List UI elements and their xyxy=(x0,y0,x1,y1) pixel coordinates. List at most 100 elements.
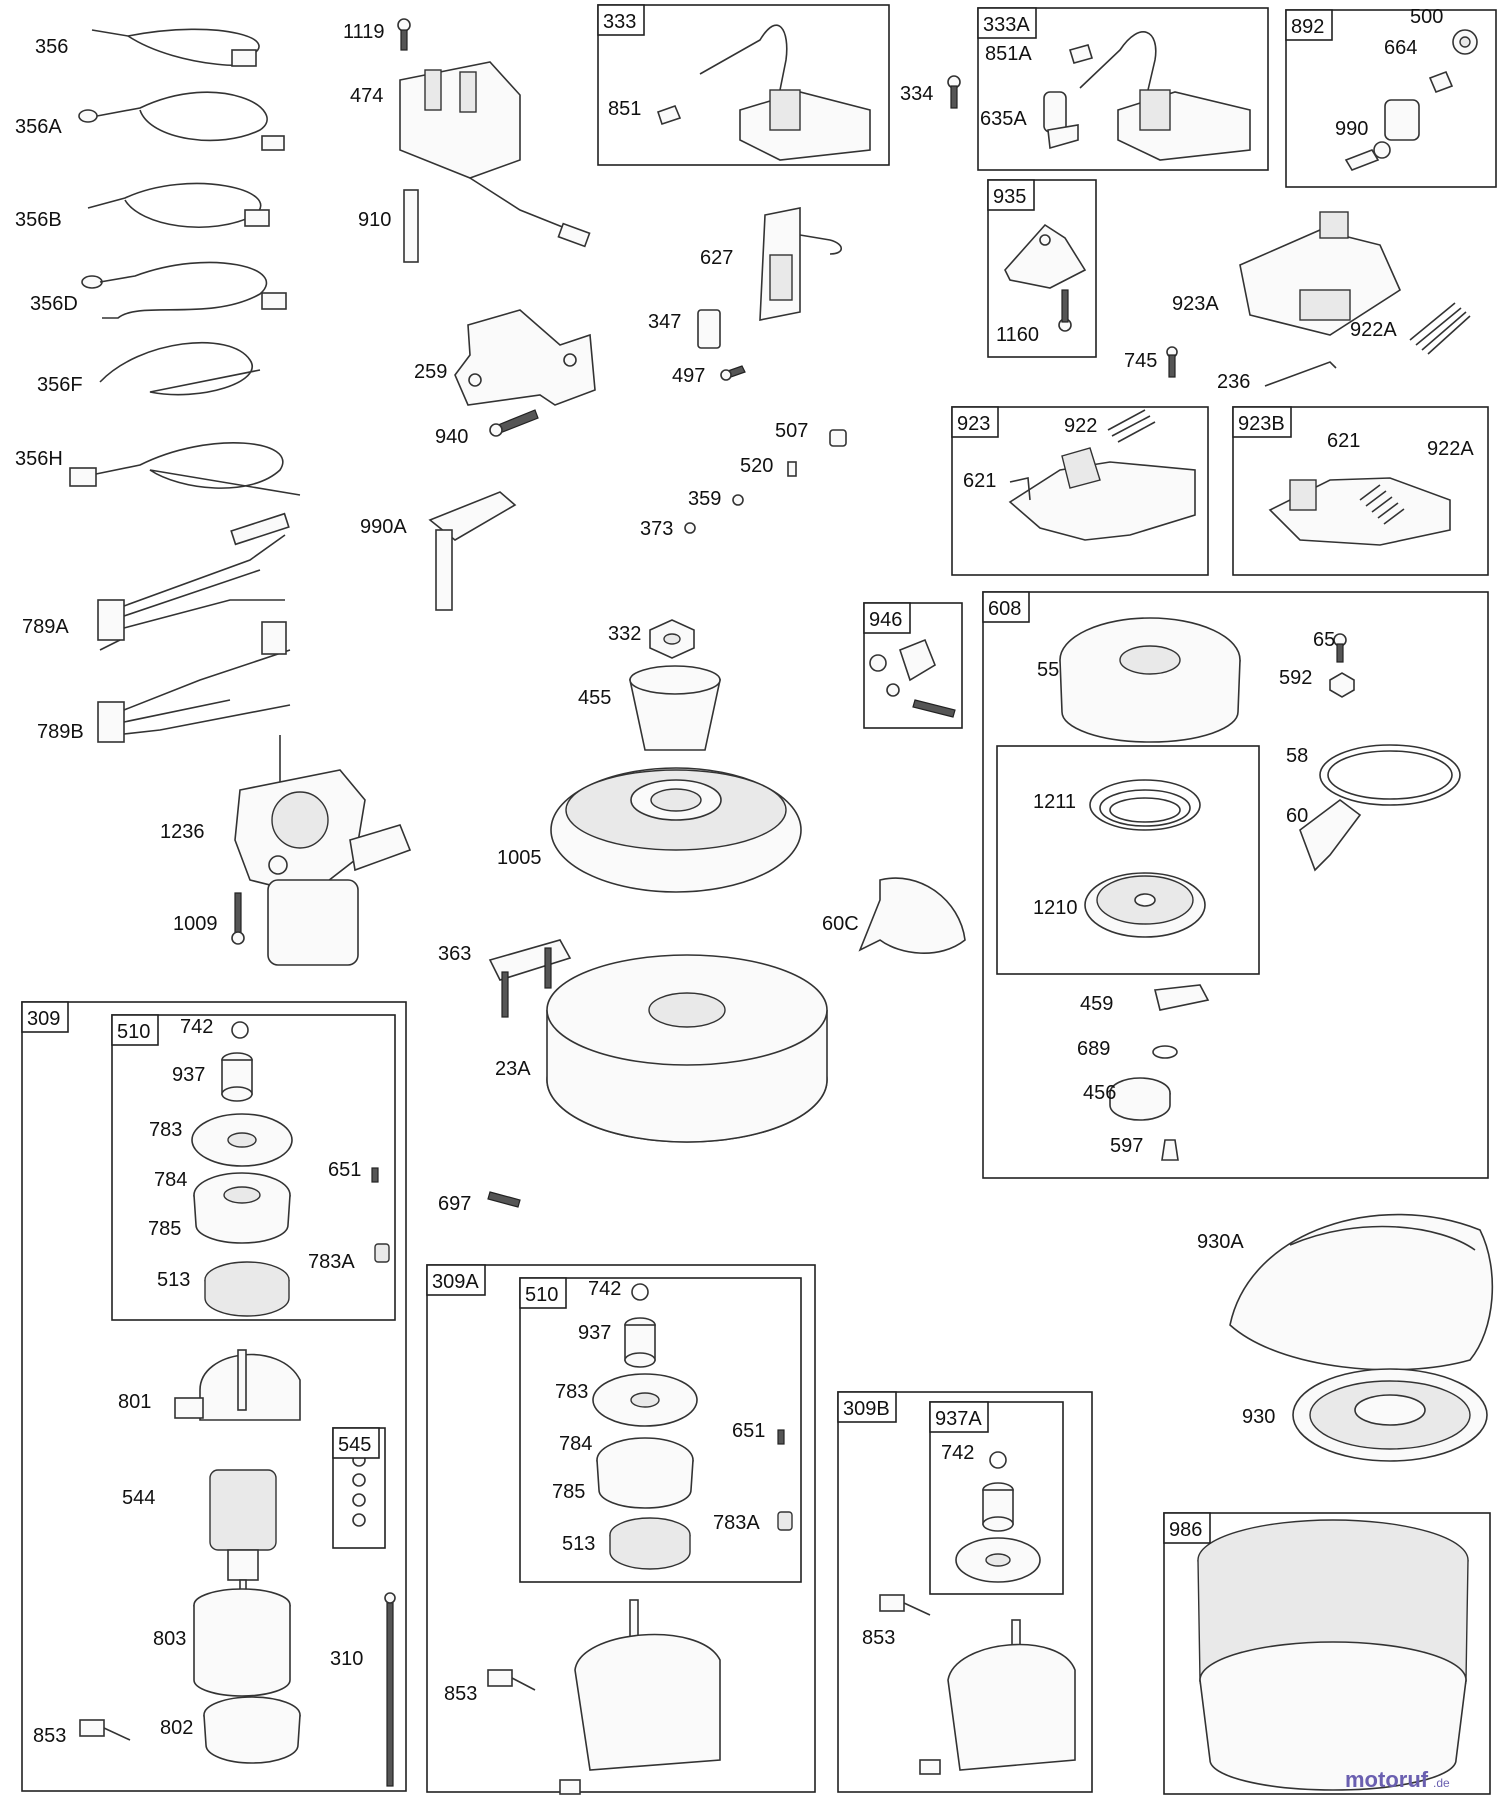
group-box-923b xyxy=(1232,406,1489,576)
part-783a xyxy=(374,1243,390,1263)
part-851 xyxy=(656,104,682,126)
callout-label-259: 259 xyxy=(414,361,447,383)
part-309a-spring xyxy=(624,1317,656,1368)
group-tag-box-937a xyxy=(929,1401,989,1433)
group-box-937a xyxy=(929,1401,1064,1595)
part-990-key-switch xyxy=(1344,99,1420,171)
group-tag-box-923b xyxy=(1232,406,1292,438)
callout-label-784: 784 xyxy=(154,1169,187,1191)
callout-label-1009: 1009 xyxy=(173,913,218,935)
part-309b-clip xyxy=(989,1451,1007,1469)
callout-label-789b: 789B xyxy=(37,721,84,743)
callout-label-356a: 356A xyxy=(15,116,62,138)
callout-label-474: 474 xyxy=(350,85,383,107)
part-930-screen xyxy=(1292,1368,1488,1462)
group-tag-309b: 309B xyxy=(843,1398,890,1420)
group-box-309 xyxy=(21,1001,407,1792)
part-803-housing xyxy=(193,1588,291,1697)
callout-label-853: 853 xyxy=(33,1725,66,1747)
part-309b-853 xyxy=(879,1594,931,1616)
group-tag-box-946 xyxy=(863,602,911,634)
callout-label-513: 513 xyxy=(562,1533,595,1555)
wire-harness-356 xyxy=(91,28,260,67)
callout-label-783a: 783A xyxy=(308,1251,355,1273)
part-363 xyxy=(488,939,572,1018)
callout-label-802: 802 xyxy=(160,1717,193,1739)
group-tag-510: 510 xyxy=(525,1284,558,1306)
callout-label-359: 359 xyxy=(688,488,721,510)
callout-label-937: 937 xyxy=(578,1322,611,1344)
part-333-coil xyxy=(699,24,871,161)
callout-label-742: 742 xyxy=(180,1016,213,1038)
group-tag-923: 923 xyxy=(957,413,990,435)
callout-labels: 356356A356B356D356F356H789A789B123610091… xyxy=(15,6,1474,1747)
part-802-brush xyxy=(203,1696,301,1764)
callout-label-853: 853 xyxy=(862,1627,895,1649)
callout-label-745: 745 xyxy=(1124,350,1157,372)
group-box-946 xyxy=(863,602,963,729)
part-359 xyxy=(732,494,744,506)
callout-label-664: 664 xyxy=(1384,37,1417,59)
callout-label-937: 937 xyxy=(172,1064,205,1086)
callout-label-310: 310 xyxy=(330,1648,363,1670)
callout-label-922a: 922A xyxy=(1427,438,1474,460)
part-597 xyxy=(1161,1139,1179,1161)
callout-label-803: 803 xyxy=(153,1628,186,1650)
callout-label-356: 356 xyxy=(35,36,68,58)
part-1160 xyxy=(1058,289,1072,332)
wire-harness-356a xyxy=(78,91,285,151)
callout-label-651: 651 xyxy=(732,1420,765,1442)
callout-label-500: 500 xyxy=(1410,6,1443,28)
part-910 xyxy=(403,189,419,263)
group-tag-935: 935 xyxy=(993,186,1026,208)
group-box-333a xyxy=(977,7,1269,171)
part-459 xyxy=(1154,984,1210,1011)
part-333a-coil xyxy=(1079,31,1251,161)
callout-label-1119: 1119 xyxy=(343,21,385,43)
part-474-ignition-coil xyxy=(399,61,591,248)
part-990a xyxy=(428,491,517,611)
watermark-text: motoruf xyxy=(1345,1767,1429,1792)
wire-harness-356h xyxy=(69,442,301,496)
part-935-bracket xyxy=(1004,223,1087,289)
callout-label-65: 65 xyxy=(1313,629,1335,651)
part-1210-pulley xyxy=(1084,872,1206,938)
callout-label-990a: 990A xyxy=(360,516,407,538)
group-tag-333: 333 xyxy=(603,11,636,33)
part-23a-flywheel xyxy=(546,954,828,1143)
callout-label-332: 332 xyxy=(608,623,641,645)
part-851a xyxy=(1068,44,1094,64)
part-592 xyxy=(1329,672,1355,698)
part-801-end-cap xyxy=(174,1349,301,1421)
callout-label-851a: 851A xyxy=(985,43,1032,65)
callout-label-742: 742 xyxy=(941,1442,974,1464)
part-689 xyxy=(1152,1045,1178,1059)
group-box-510 xyxy=(111,1014,396,1321)
group-tag-box-333 xyxy=(597,4,645,36)
callout-label-1211: 1211 xyxy=(1033,791,1076,813)
part-259 xyxy=(454,309,596,406)
part-497 xyxy=(720,365,746,381)
part-507 xyxy=(829,429,847,447)
callout-label-58: 58 xyxy=(1286,745,1308,767)
callout-label-789a: 789A xyxy=(22,616,69,638)
group-box-923 xyxy=(951,406,1209,576)
part-520 xyxy=(787,461,797,477)
group-box-608-inner xyxy=(996,745,1260,975)
group-box-333 xyxy=(597,4,890,166)
group-box-986 xyxy=(1163,1512,1491,1795)
part-65 xyxy=(1333,633,1347,663)
group-tag-box-923 xyxy=(951,406,999,438)
group-tag-box-545 xyxy=(332,1427,380,1459)
part-544-armature xyxy=(209,1469,277,1599)
callout-label-363: 363 xyxy=(438,943,471,965)
callout-label-785: 785 xyxy=(552,1481,585,1503)
part-309a-651 xyxy=(777,1429,785,1445)
group-tag-923b: 923B xyxy=(1238,413,1285,435)
group-tag-box-986 xyxy=(1163,1512,1211,1544)
callout-label-930a: 930A xyxy=(1197,1231,1244,1253)
callout-label-334: 334 xyxy=(900,83,933,105)
group-box-309b xyxy=(837,1391,1093,1793)
callout-label-621: 621 xyxy=(1327,430,1360,452)
callout-label-783: 783 xyxy=(555,1381,588,1403)
